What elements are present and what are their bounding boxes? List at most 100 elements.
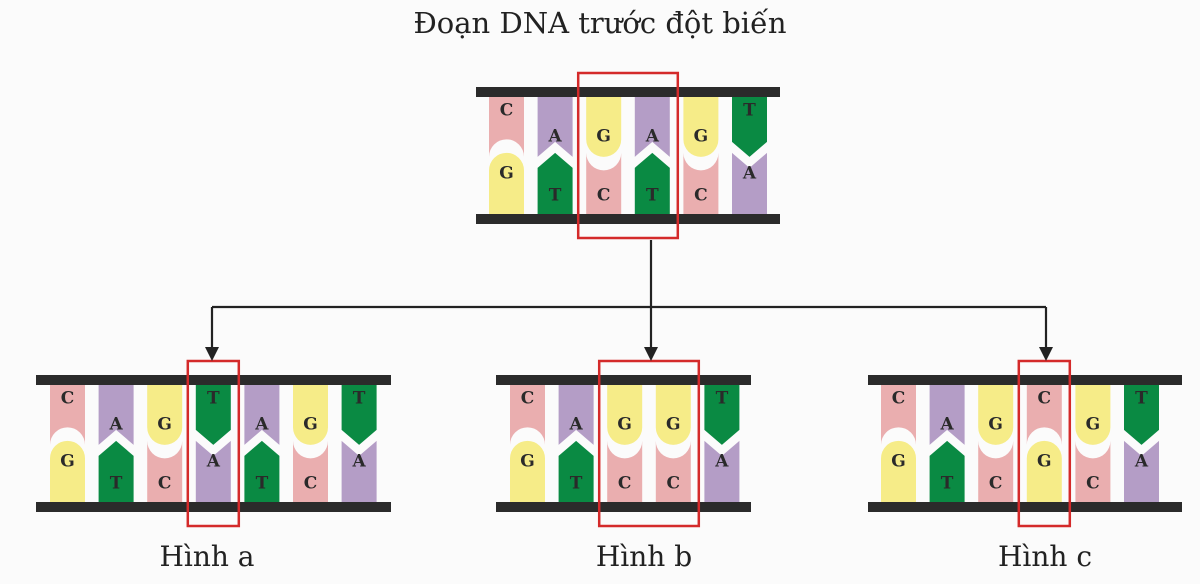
base-letter-top: A (939, 415, 954, 435)
backbone-bottom (476, 214, 780, 224)
nucleotide-bottom-C (607, 440, 643, 502)
backbone-top (868, 375, 1182, 385)
base-letter-top: T (353, 389, 366, 409)
base-letter-bottom: G (1037, 452, 1052, 472)
arrow-head-2 (1039, 347, 1053, 361)
nucleotide-top-A (634, 97, 670, 157)
nucleotide-top-G (1075, 385, 1111, 445)
mutation-highlight-box (186, 359, 241, 528)
backbone-top (496, 375, 751, 385)
base-letter-top: C (500, 101, 514, 121)
base-letter-top: G (694, 127, 709, 147)
base-letter-bottom: G (499, 164, 514, 184)
nucleotide-bottom-C (683, 152, 719, 214)
nucleotide-top-C (1026, 385, 1062, 445)
base-letter-bottom: T (549, 186, 562, 206)
base-letter-bottom: T (570, 474, 583, 494)
base-letter-bottom: C (618, 474, 632, 494)
base-letter-bottom: T (256, 474, 269, 494)
base-letter-bottom: C (1086, 474, 1100, 494)
nucleotide-top-C (881, 385, 916, 445)
base-letter-bottom: C (597, 186, 611, 206)
mutation-highlight-box (576, 71, 680, 240)
nucleotide-bottom-C (978, 440, 1014, 502)
nucleotide-bottom-T (98, 440, 134, 502)
nucleotide-top-T (195, 385, 231, 445)
base-letter-bottom: G (520, 452, 535, 472)
nucleotide-bottom-A (704, 440, 740, 502)
nucleotide-bottom-T (929, 440, 965, 502)
nucleotide-top-G (586, 97, 622, 157)
base-letter-top: A (254, 415, 269, 435)
nucleotide-top-G (293, 385, 328, 445)
arrow-head-1 (644, 347, 658, 361)
arrow-head-0 (205, 347, 219, 361)
backbone-bottom (36, 502, 391, 512)
base-letter-bottom: C (989, 474, 1003, 494)
nucleotide-bottom-T (634, 152, 670, 214)
base-letter-top: A (547, 127, 562, 147)
base-letter-top: T (207, 389, 220, 409)
base-letter-bottom: A (1134, 452, 1149, 472)
base-letter-bottom: C (694, 186, 708, 206)
base-letter-bottom: C (304, 474, 318, 494)
nucleotide-bottom-T (244, 440, 280, 502)
nucleotide-top-T (704, 385, 740, 445)
nucleotide-bottom-G (510, 440, 545, 502)
backbone-bottom (868, 502, 1182, 512)
caption-hinh-a: Hình a (159, 540, 255, 573)
nucleotide-top-C (489, 97, 524, 157)
nucleotide-top-A (98, 385, 134, 445)
caption-hinh-c: Hình c (997, 540, 1093, 573)
base-letter-top: G (596, 127, 611, 147)
base-letter-top: A (108, 415, 123, 435)
nucleotide-top-A (244, 385, 280, 445)
nucleotide-bottom-C (147, 440, 183, 502)
base-letter-bottom: T (110, 474, 123, 494)
nucleotide-bottom-G (1026, 440, 1062, 502)
base-letter-top: C (1038, 389, 1052, 409)
nucleotide-top-T (1124, 385, 1159, 445)
nucleotide-bottom-A (195, 440, 231, 502)
nucleotide-bottom-C (293, 440, 328, 502)
base-letter-top: G (303, 415, 318, 435)
nucleotide-top-G (655, 385, 691, 445)
connector-arrows (205, 240, 1053, 361)
nucleotide-top-A (558, 385, 594, 445)
base-letter-bottom: A (351, 452, 366, 472)
nucleotide-top-G (683, 97, 719, 157)
base-letter-bottom: A (714, 452, 729, 472)
base-letter-top: A (645, 127, 660, 147)
base-letter-bottom: G (60, 452, 75, 472)
caption-hinh-b: Hình b (595, 540, 693, 573)
base-letter-bottom: C (158, 474, 172, 494)
backbone-bottom (496, 502, 751, 512)
nucleotide-bottom-G (881, 440, 916, 502)
base-letter-top: T (1135, 389, 1148, 409)
backbone-top (476, 87, 780, 97)
nucleotide-top-T (341, 385, 377, 445)
base-letter-top: G (988, 415, 1003, 435)
nucleotide-top-T (732, 97, 767, 157)
base-letter-top: G (157, 415, 172, 435)
nucleotide-top-C (50, 385, 85, 445)
base-letter-top: G (666, 415, 681, 435)
base-letter-top: G (1086, 415, 1101, 435)
nucleotide-bottom-T (558, 440, 594, 502)
base-letter-top: C (892, 389, 906, 409)
nucleotide-bottom-C (586, 152, 622, 214)
nucleotide-top-C (510, 385, 545, 445)
nucleotide-bottom-C (1075, 440, 1111, 502)
base-letter-top: C (521, 389, 535, 409)
base-letter-top: A (568, 415, 583, 435)
base-letter-bottom: G (891, 452, 906, 472)
mutation-highlight-box (1017, 359, 1072, 528)
mutation-highlight-box (597, 359, 701, 528)
nucleotide-bottom-G (489, 152, 524, 214)
nucleotide-top-G (607, 385, 643, 445)
base-letter-top: G (617, 415, 632, 435)
